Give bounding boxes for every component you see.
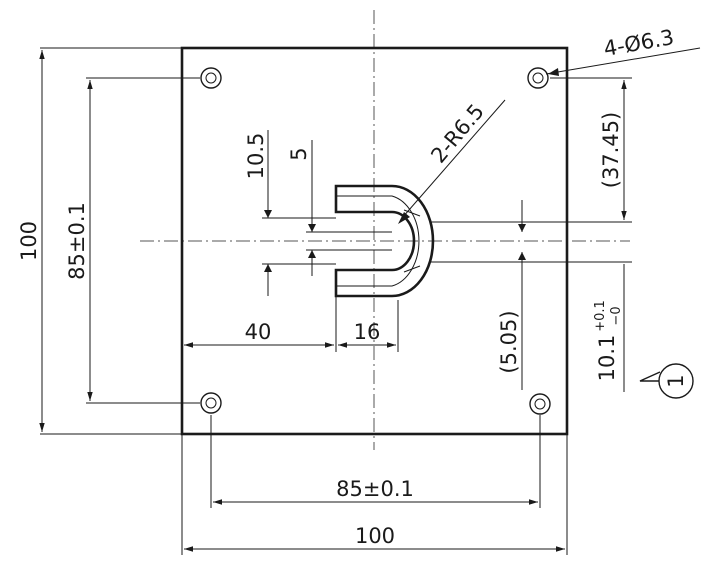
arrow-slot-gap-top bbox=[308, 224, 316, 232]
arrow-slot-height-bottom bbox=[264, 264, 272, 272]
label-slot-height: 10.5 bbox=[244, 133, 268, 180]
hole-bottom-right bbox=[529, 393, 551, 415]
hole-top-left bbox=[200, 67, 222, 89]
label-overall-width: 100 bbox=[355, 524, 395, 548]
label-ref-lower: (5.05) bbox=[497, 310, 521, 373]
arrow-ref-lower-top bbox=[518, 224, 526, 232]
plate-outline bbox=[180, 46, 569, 436]
leader-hole-callout bbox=[545, 47, 701, 75]
label-hole-pitch-horizontal: 85±0.1 bbox=[336, 477, 414, 501]
label-note-marker: 1 bbox=[664, 374, 688, 387]
note-balloon: 1 bbox=[639, 363, 694, 399]
label-tolerance-base: 10.1 bbox=[595, 335, 619, 382]
leader-slot-radius bbox=[401, 99, 506, 219]
hole-bottom-left-inner bbox=[205, 397, 217, 409]
label-tolerance-upper: +0.1 bbox=[593, 300, 608, 332]
label-slot-width: 16 bbox=[354, 320, 381, 344]
hole-top-right bbox=[527, 67, 549, 89]
hole-bottom-left bbox=[200, 392, 222, 414]
arrow-slot-radius bbox=[398, 212, 410, 224]
arrow-hole-callout bbox=[548, 68, 559, 76]
mounting-holes bbox=[200, 67, 551, 415]
arrow-ref-lower-bottom bbox=[518, 252, 526, 260]
hole-top-right-inner bbox=[532, 72, 544, 84]
label-ref-upper: (37.45) bbox=[599, 112, 623, 189]
label-slot-offset-left: 40 bbox=[245, 320, 272, 344]
label-hole-callout: 4-Ø6.3 bbox=[602, 25, 676, 61]
arrow-slot-height-top bbox=[264, 210, 272, 218]
label-slot-gap: 5 bbox=[287, 147, 311, 160]
u-slot bbox=[334, 184, 435, 298]
label-slot-radius: 2-R6.5 bbox=[426, 99, 489, 167]
arrow-slot-gap-bottom bbox=[308, 250, 316, 258]
hole-bottom-right-inner bbox=[534, 398, 546, 410]
label-tolerance-lower: −0 bbox=[609, 306, 624, 325]
hole-top-left-inner bbox=[205, 72, 217, 84]
label-hole-pitch-vertical: 85±0.1 bbox=[65, 202, 89, 280]
label-overall-height: 100 bbox=[17, 221, 41, 261]
